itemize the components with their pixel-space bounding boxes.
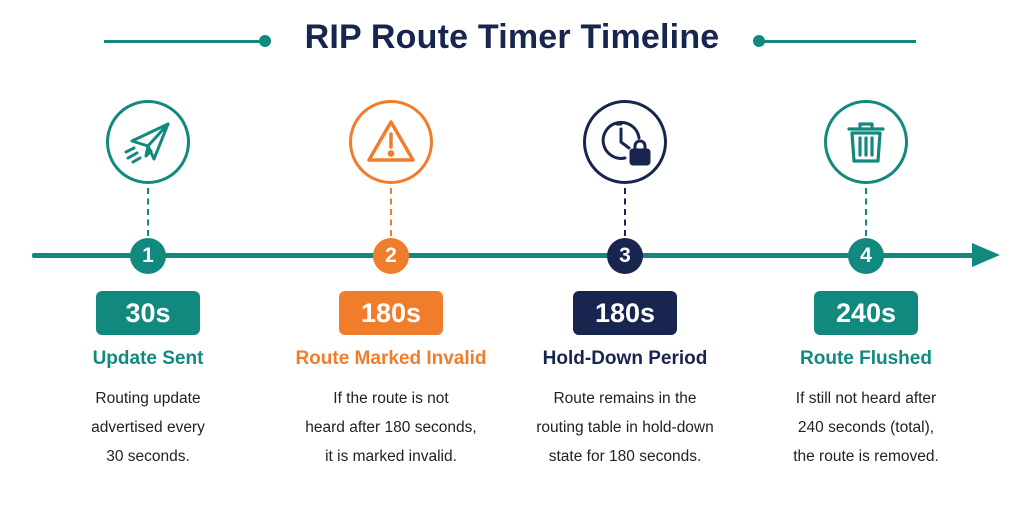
clock-lock-icon bbox=[583, 100, 667, 184]
step-number-badge: 3 bbox=[607, 238, 643, 274]
timer-badge: 180s bbox=[573, 291, 677, 335]
page-title: RIP Route Timer Timeline bbox=[304, 18, 720, 56]
description-line: 240 seconds (total), bbox=[797, 419, 935, 436]
timer-badge: 180s bbox=[339, 291, 443, 335]
paper-plane-icon bbox=[106, 100, 190, 184]
step-description: If the route is not heard after 180 seco… bbox=[281, 384, 501, 471]
warning-triangle-icon bbox=[349, 100, 433, 184]
description-line: If still not heard after bbox=[795, 390, 937, 407]
timer-badge: 240s bbox=[814, 291, 918, 335]
step-connector bbox=[390, 188, 392, 236]
description-line: 30 seconds. bbox=[106, 448, 190, 465]
title-line-left bbox=[104, 40, 264, 43]
step-connector bbox=[147, 188, 149, 236]
timeline-arrowhead bbox=[972, 243, 1000, 267]
description-line: Route remains in the bbox=[553, 390, 697, 407]
step-connector bbox=[865, 188, 867, 236]
description-line: it is marked invalid. bbox=[325, 448, 457, 465]
timer-badge: 30s bbox=[96, 291, 200, 335]
description-line: heard after 180 seconds, bbox=[305, 419, 477, 436]
title-dot-right bbox=[753, 35, 765, 47]
description-line: Routing update bbox=[95, 390, 201, 407]
step-title: Hold-Down Period bbox=[542, 348, 708, 369]
step-description: If still not heard after 240 seconds (to… bbox=[756, 384, 976, 471]
header: RIP Route Timer Timeline bbox=[0, 0, 1024, 80]
description-line: advertised every bbox=[91, 419, 205, 436]
step-connector bbox=[624, 188, 626, 236]
title-dot-left bbox=[259, 35, 271, 47]
step-title: Route Flushed bbox=[800, 348, 932, 369]
trash-icon bbox=[824, 100, 908, 184]
step-number-badge: 2 bbox=[373, 238, 409, 274]
step-description: Routing update advertised every 30 secon… bbox=[38, 384, 258, 471]
step-description: Route remains in the routing table in ho… bbox=[515, 384, 735, 471]
step-title: Route Marked Invalid bbox=[295, 348, 487, 369]
step-title: Update Sent bbox=[92, 348, 204, 369]
description-line: If the route is not bbox=[333, 390, 449, 407]
description-line: routing table in hold-down bbox=[536, 419, 714, 436]
description-line: state for 180 seconds. bbox=[548, 448, 702, 465]
step-number-badge: 1 bbox=[130, 238, 166, 274]
step-number-badge: 4 bbox=[848, 238, 884, 274]
title-line-right bbox=[762, 40, 916, 43]
description-line: the route is removed. bbox=[793, 448, 939, 465]
timeline-axis bbox=[32, 253, 980, 258]
